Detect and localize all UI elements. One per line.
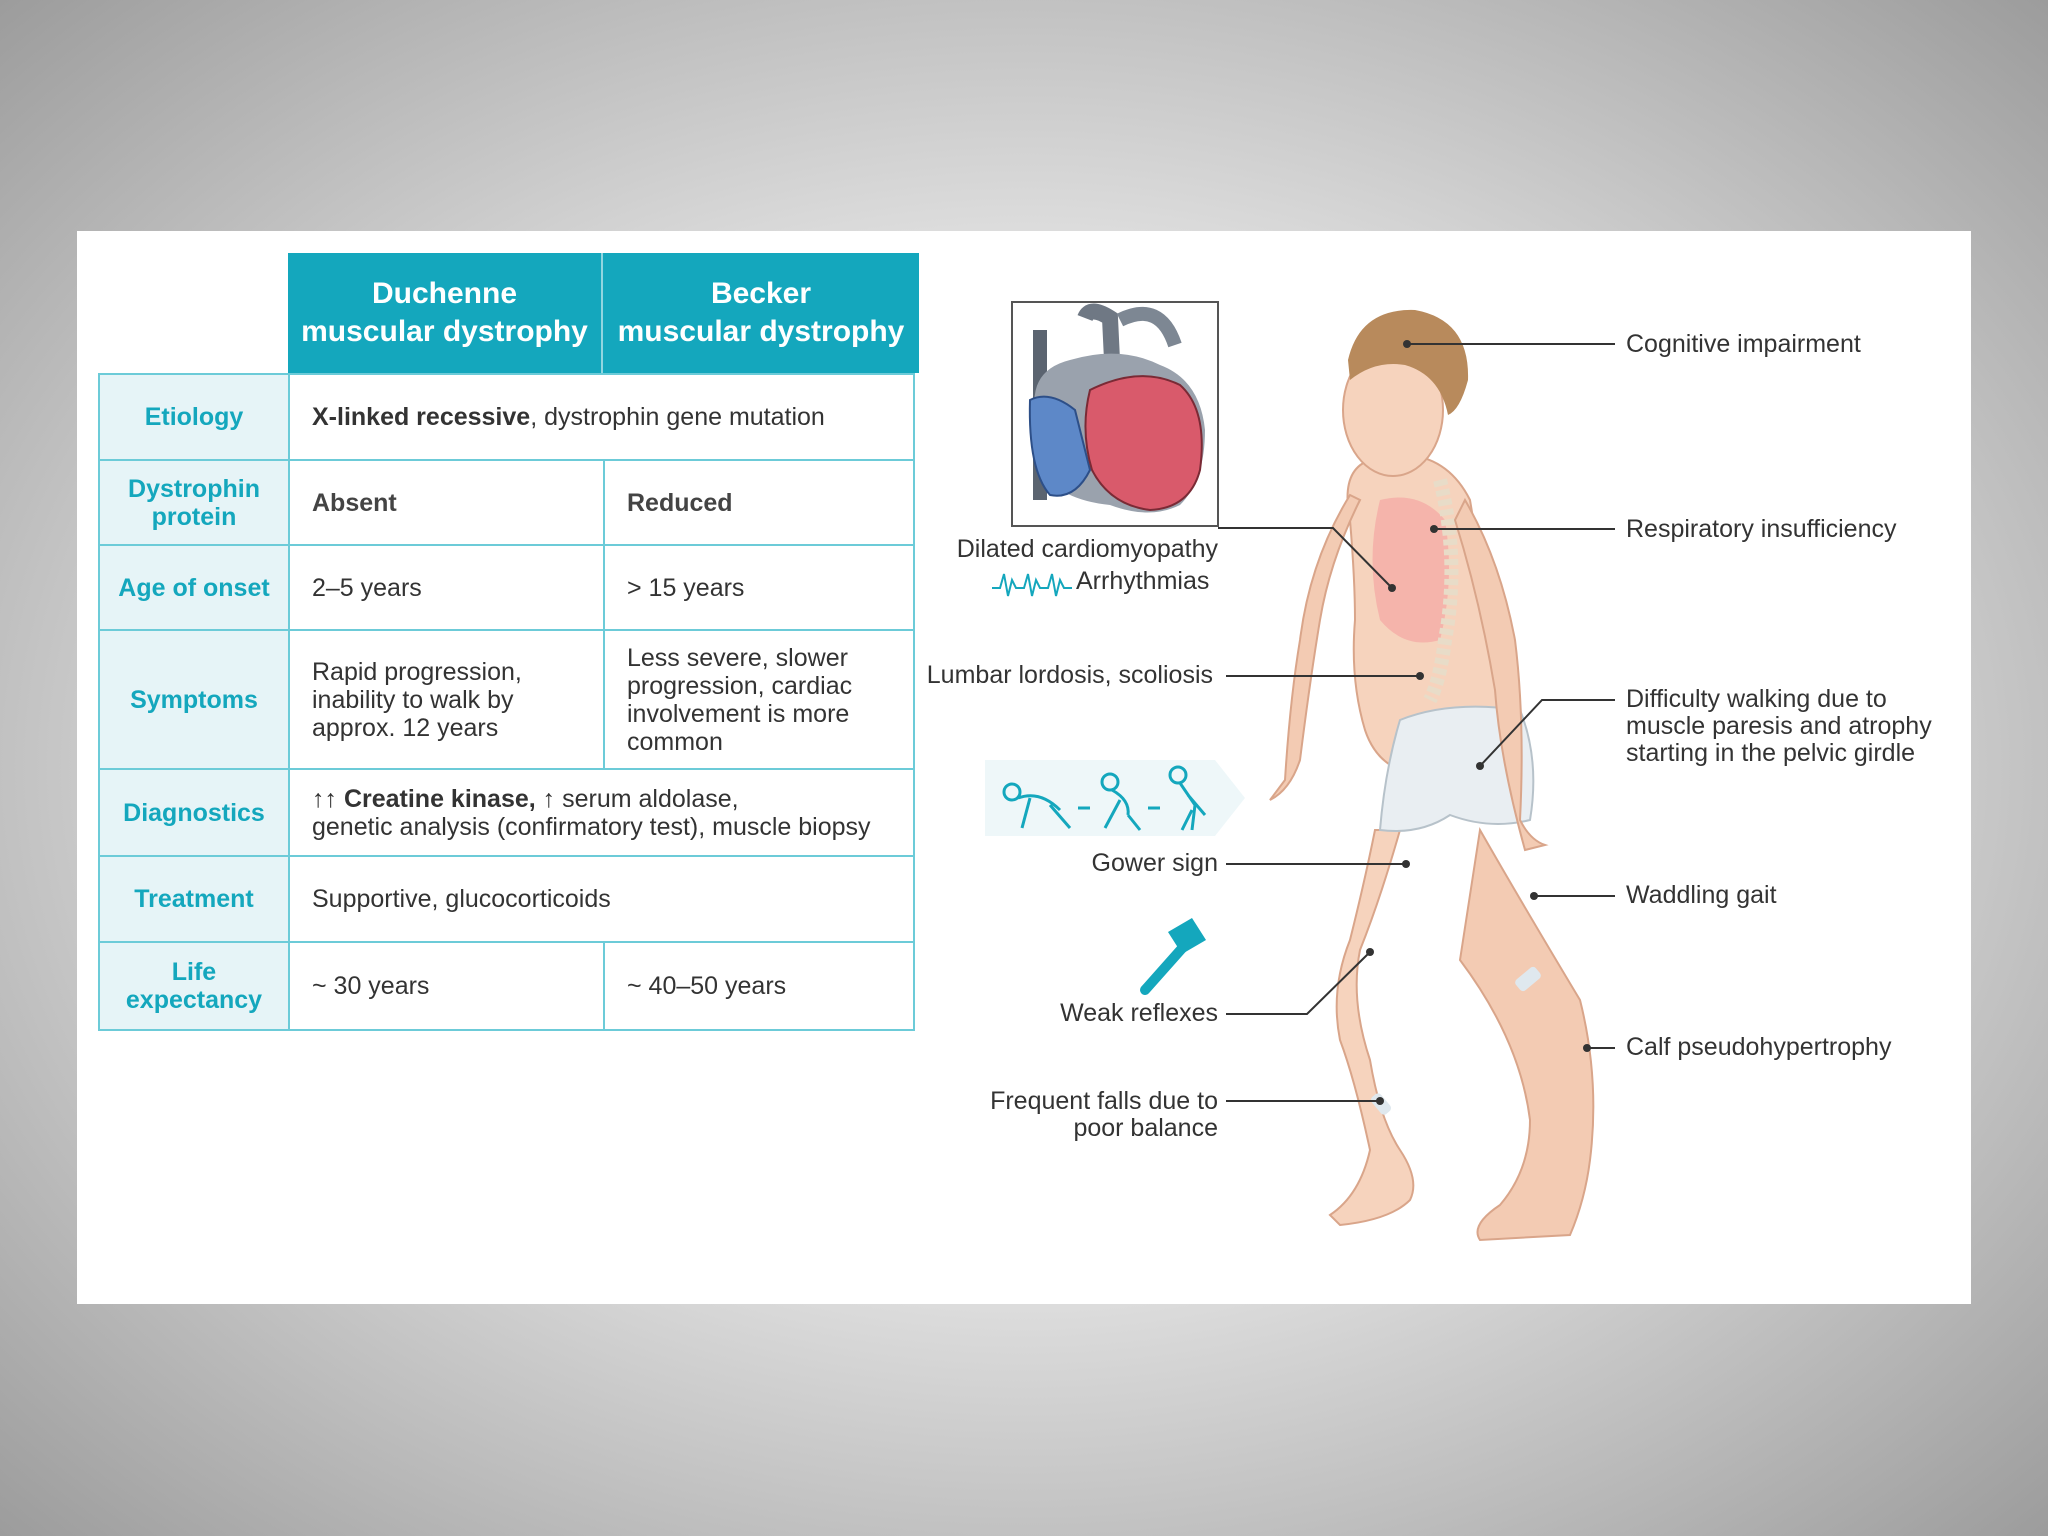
label-dystrophin-line2: protein [151,502,237,531]
row-treatment: Treatment Supportive, glucocorticoids [98,857,915,943]
header-becker-line1: Becker [710,277,812,310]
header-becker-line2: muscular dystrophy [617,315,905,348]
symptoms-duchenne-line2: inability to walk by [312,685,514,714]
symptoms-duchenne-line3: approx. 12 years [312,713,499,742]
symptoms-becker-line3: involvement is more [627,699,850,728]
diagnostics-rest2: genetic analysis (confirmatory test), mu… [312,812,871,841]
symptoms-becker-line2: progression, cardiac [627,671,853,700]
heart-icon [1011,301,1219,527]
value-diagnostics: ↑↑ Creatine kinase, ↑ serum aldolase, ge… [290,770,913,855]
label-frequent-falls: Frequent falls due to poor balance [940,1088,1218,1142]
leader-lines [1218,343,1615,1102]
label-frequent-falls-line1: Frequent falls due to [990,1087,1218,1115]
label-dystrophin-line1: Dystrophin [128,474,260,503]
diagnostics-bold: ↑↑ Creatine kinase, [312,784,536,813]
header-duchenne-line1: Duchenne [371,277,518,310]
leader-dots [1366,340,1591,1105]
life-becker: ~ 40–50 years [603,943,913,1029]
label-treatment: Treatment [100,857,290,941]
label-difficulty-walking: Difficulty walking due to muscle paresis… [1626,686,1932,767]
header-duchenne-line2: muscular dystrophy [301,315,588,348]
label-calf: Calf pseudohypertrophy [1626,1033,1892,1061]
value-treatment: Supportive, glucocorticoids [312,885,611,913]
dystrophin-becker: Reduced [603,461,913,544]
onset-duchenne: 2–5 years [312,573,422,602]
label-arrhythmias: Arrhythmias [1076,567,1210,595]
label-cardiomyopathy: Dilated cardiomyopathy [956,535,1218,563]
label-respiratory: Respiratory insufficiency [1626,515,1897,543]
label-life-line1: Life [171,958,217,986]
dystrophin-duchenne: Absent [312,488,397,517]
row-onset: Age of onset 2–5 years > 15 years [98,546,915,631]
label-life: Life expectancy [100,943,290,1029]
etiology-rest: , dystrophin gene mutation [530,403,825,431]
row-symptoms: Symptoms Rapid progression, inability to… [98,631,915,770]
diagnostics-rest1: ↑ serum aldolase, [535,784,739,813]
header-becker: Becker muscular dystrophy [601,253,919,373]
symptoms-becker-line1: Less severe, slower [627,643,848,672]
etiology-bold: X-linked recessive [312,403,531,431]
label-life-line2: expectancy [125,986,263,1014]
human-figure-icon [1269,309,1595,1242]
label-symptoms: Symptoms [100,631,290,768]
symptoms-becker-line4: common [627,727,723,756]
header-duchenne: Duchenne muscular dystrophy [288,253,601,373]
label-lordosis: Lumbar lordosis, scoliosis [926,661,1213,689]
row-dystrophin: Dystrophin protein Absent Reduced [98,461,915,546]
life-duchenne: ~ 30 years [312,972,430,1000]
label-waddling-gait: Waddling gait [1626,881,1777,909]
gower-sign-icon [985,760,1245,836]
symptoms-duchenne-line1: Rapid progression, [312,657,522,686]
label-difficulty-walking-line1: Difficulty walking due to [1626,685,1887,713]
label-frequent-falls-line2: poor balance [1073,1114,1218,1142]
label-difficulty-walking-line2: muscle paresis and atrophy [1626,712,1932,740]
ecg-icon [992,573,1072,597]
row-etiology: Etiology X-linked recessive, dystrophin … [98,373,915,461]
label-cognitive: Cognitive impairment [1626,330,1861,358]
label-onset: Age of onset [100,546,290,629]
row-diagnostics: Diagnostics ↑↑ Creatine kinase, ↑ serum … [98,770,915,857]
reflex-hammer-icon [1140,918,1206,995]
label-diagnostics: Diagnostics [100,770,290,855]
symptoms-duchenne: Rapid progression, inability to walk by … [290,631,603,768]
label-etiology: Etiology [100,375,290,459]
symptoms-becker: Less severe, slower progression, cardiac… [603,631,913,768]
label-difficulty-walking-line3: starting in the pelvic girdle [1626,739,1916,767]
label-dystrophin: Dystrophin protein [100,461,290,544]
row-life: Life expectancy ~ 30 years ~ 40–50 years [98,943,915,1031]
label-gower-sign: Gower sign [1091,849,1218,877]
label-weak-reflexes: Weak reflexes [1060,999,1218,1027]
value-etiology: X-linked recessive, dystrophin gene muta… [290,375,913,459]
onset-becker: > 15 years [603,546,913,629]
